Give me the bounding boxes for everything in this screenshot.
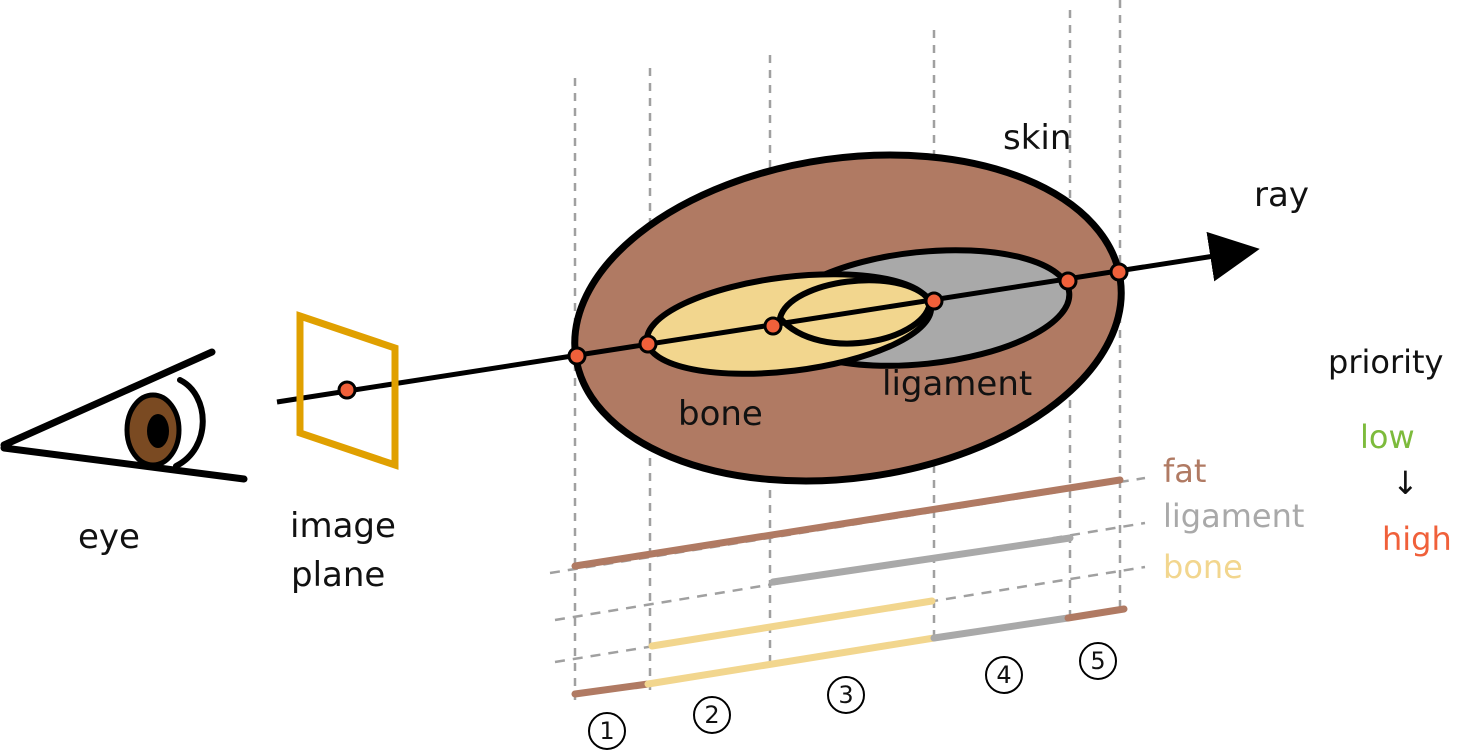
bone-track <box>648 597 936 650</box>
ray-label: ray <box>1254 175 1309 215</box>
bone-label: bone <box>678 394 763 434</box>
priority-high: high <box>1382 520 1452 558</box>
intersection-points <box>567 262 1129 366</box>
composite-segment-fat-1 <box>571 680 652 698</box>
intersection-point <box>1109 262 1129 282</box>
svg-text:3: 3 <box>838 681 853 709</box>
segment-number-3: 3 <box>827 676 865 714</box>
fat-track <box>571 476 1124 570</box>
segment-number-5: 5 <box>1079 642 1117 680</box>
image-plane-label-line2: plane <box>291 555 385 595</box>
composite-segment-bone <box>644 634 938 688</box>
intersection-point <box>1058 271 1078 291</box>
legend-fat-label: fat <box>1163 452 1206 490</box>
legend-bone-label: bone <box>1163 548 1243 586</box>
composite-segment-ligament <box>930 614 1072 642</box>
eye-icon <box>0 348 248 483</box>
image-plane <box>296 311 399 470</box>
segment-number-4: 4 <box>985 656 1023 694</box>
segment-number-2: 2 <box>693 696 731 734</box>
svg-text:1: 1 <box>599 717 614 745</box>
composite-track <box>571 605 1128 698</box>
skin-label: skin <box>1003 118 1071 158</box>
image-plane-pixel <box>337 380 357 400</box>
ligament-track <box>769 534 1074 586</box>
eye-label: eye <box>78 517 140 557</box>
segment-number-1: 1 <box>588 712 626 750</box>
priority-arrow-icon: ↓ <box>1392 464 1419 502</box>
intersection-point <box>567 346 587 366</box>
segment-numbers: 1 2 3 4 5 <box>588 642 1117 750</box>
image-plane-label-line1: image <box>290 506 396 546</box>
svg-text:5: 5 <box>1090 647 1105 675</box>
intersection-point <box>763 316 783 336</box>
intersection-point <box>638 334 658 354</box>
intersection-point <box>924 291 944 311</box>
ray-line <box>276 231 1260 405</box>
legend-ligament-label: ligament <box>1163 497 1304 535</box>
ligament-label: ligament <box>882 364 1032 404</box>
svg-text:4: 4 <box>996 661 1011 689</box>
svg-text:2: 2 <box>704 701 719 729</box>
priority-low: low <box>1360 418 1415 456</box>
composite-segment-fat-2 <box>1064 605 1128 622</box>
priority-title: priority <box>1328 343 1443 381</box>
